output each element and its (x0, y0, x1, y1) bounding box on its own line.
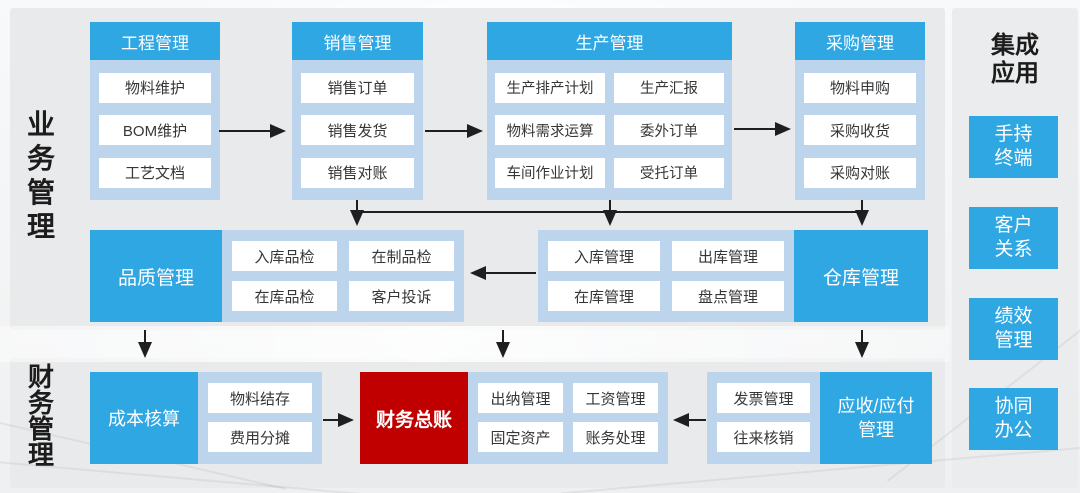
item-box: 固定资产 (478, 422, 563, 452)
item-box: 在库管理 (548, 281, 660, 311)
column-sales: 销售管理 销售订单 销售发货 销售对账 (292, 22, 423, 200)
engineering-items: 物料维护 BOM维护 工艺文档 (90, 60, 220, 200)
sales-items: 销售订单 销售发货 销售对账 (292, 60, 423, 200)
item-box: 物料维护 (99, 72, 211, 103)
item-box: 出库管理 (672, 241, 784, 271)
item-box: 发票管理 (717, 383, 810, 413)
item-box: 物料申购 (804, 72, 916, 103)
warehouse-management-block: 仓库管理 (794, 230, 928, 322)
procurement-items: 物料申购 采购收货 采购对账 (795, 60, 925, 200)
column-engineering: 工程管理 物料维护 BOM维护 工艺文档 (90, 22, 220, 200)
item-box: 入库品检 (232, 241, 337, 271)
column-procurement: 采购管理 物料申购 采购收货 采购对账 (795, 22, 925, 200)
item-box: 盘点管理 (672, 281, 784, 311)
item-box: 车间作业计划 (495, 157, 605, 188)
item-box: 费用分摊 (208, 422, 312, 452)
procurement-header: 采购管理 (795, 22, 925, 60)
item-box: 采购对账 (804, 157, 916, 188)
background-glow-decor (0, 326, 950, 362)
item-box: 采购收货 (804, 115, 916, 145)
sales-header: 销售管理 (292, 22, 423, 60)
sidebar-item-performance-management: 绩效管理 (969, 298, 1058, 360)
production-header: 生产管理 (487, 22, 732, 60)
quality-management-block: 品质管理 (90, 230, 222, 322)
engineering-header: 工程管理 (90, 22, 220, 60)
item-box: 出纳管理 (478, 383, 563, 413)
item-box: 在库品检 (232, 281, 337, 311)
warehouse-items-container: 入库管理 出库管理 在库管理 盘点管理 (538, 230, 794, 322)
arap-items-container: 发票管理 往来核销 (707, 372, 820, 464)
item-box: 在制品检 (349, 241, 454, 271)
item-box: 入库管理 (548, 241, 660, 271)
item-box: 客户投诉 (349, 281, 454, 311)
item-box: 工艺文档 (99, 157, 211, 188)
business-section-label: 业务管理 (26, 109, 55, 242)
column-production: 生产管理 生产排产计划 生产汇报 物料需求运算 委外订单 车间作业计划 受托订单 (487, 22, 732, 200)
item-box: 生产排产计划 (495, 72, 605, 103)
production-items: 生产排产计划 生产汇报 物料需求运算 委外订单 车间作业计划 受托订单 (487, 60, 732, 200)
cost-items-container: 物料结存 费用分摊 (198, 372, 322, 464)
sidebar-item-customer-relations: 客户关系 (969, 207, 1058, 269)
ledger-items-container: 出纳管理 工资管理 固定资产 账务处理 (468, 372, 668, 464)
arap-management-block: 应收/应付管理 (820, 372, 932, 464)
item-box: 销售订单 (301, 72, 414, 103)
general-ledger-block: 财务总账 (360, 372, 468, 464)
arap-management-label: 应收/应付管理 (837, 396, 915, 440)
item-box: 委外订单 (614, 115, 724, 145)
item-box: 物料需求运算 (495, 115, 605, 145)
item-box: 工资管理 (573, 383, 658, 413)
sidebar-item-collaborative-office: 协同办公 (969, 388, 1058, 450)
cost-accounting-block: 成本核算 (90, 372, 198, 464)
item-box: 账务处理 (573, 422, 658, 452)
item-box: 生产汇报 (614, 72, 724, 103)
item-box: BOM维护 (99, 115, 211, 145)
item-box: 销售对账 (301, 157, 414, 188)
integration-apps-title: 集成应用 (991, 32, 1039, 87)
item-box: 受托订单 (614, 157, 724, 188)
item-box: 销售发货 (301, 115, 414, 145)
sidebar-item-handheld-terminal: 手持终端 (969, 116, 1058, 178)
finance-section-label: 财务管理 (27, 362, 54, 470)
quality-items-container: 入库品检 在制品检 在库品检 客户投诉 (222, 230, 464, 322)
item-box: 往来核销 (717, 422, 810, 452)
item-box: 物料结存 (208, 383, 312, 413)
